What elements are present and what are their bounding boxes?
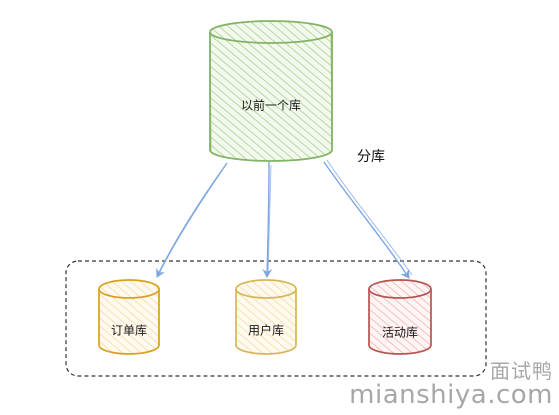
order-db-label: 订单库 [110, 323, 148, 338]
watermark: 面试鸭 mianshiya.com [349, 358, 553, 410]
arrow-to-activity-db [323, 161, 410, 279]
watermark-en: mianshiya.com [349, 379, 553, 410]
source-db-label: 以前一个库 [240, 98, 302, 113]
activity-db-label: 活动库 [381, 325, 419, 340]
source-db-cylinder [209, 20, 333, 162]
split-label: 分库 [357, 149, 385, 165]
arrow-to-order-db [156, 162, 228, 278]
user-db-label: 用户库 [247, 323, 285, 338]
user-db-cylinder [235, 279, 297, 355]
watermark-cn: 面试鸭 [490, 358, 553, 383]
target-group-box [65, 260, 487, 377]
arrow-to-user-db [262, 161, 273, 278]
order-db-cylinder [98, 279, 160, 355]
split-arrows [156, 159, 413, 279]
activity-db-cylinder [368, 279, 432, 355]
